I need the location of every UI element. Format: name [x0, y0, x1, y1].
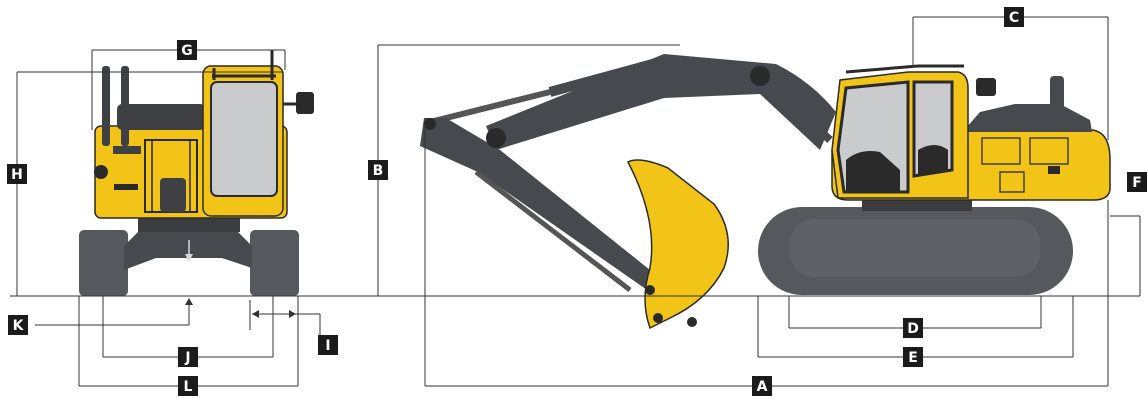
svg-text:C: C: [1009, 10, 1019, 26]
label-badge-g: G: [177, 40, 197, 60]
label-badge-j: J: [178, 347, 198, 367]
side-boom-cylinder: [429, 89, 551, 125]
svg-text:A: A: [757, 379, 768, 395]
side-view-excavator: [758, 64, 1111, 295]
label-badge-k: K: [8, 315, 28, 335]
label-badge-e: E: [903, 347, 923, 367]
front-cab-rail: [212, 50, 276, 80]
svg-text:E: E: [908, 350, 918, 366]
label-badge-d: D: [903, 318, 923, 338]
front-slew-ring: [138, 218, 240, 232]
svg-text:J: J: [184, 350, 190, 366]
side-track-inner: [790, 219, 1040, 277]
front-engine-cover: [117, 104, 205, 130]
front-cab-window: [210, 81, 278, 197]
svg-text:G: G: [181, 43, 193, 59]
label-badge-h: H: [7, 164, 27, 184]
side-boom: [486, 54, 836, 150]
svg-text:D: D: [907, 321, 919, 337]
svg-text:B: B: [373, 163, 384, 179]
front-view-excavator: [79, 50, 314, 296]
front-exhaust-pipe-1: [102, 66, 110, 146]
side-boom-arm-bucket: [420, 54, 836, 330]
front-exhaust-pipe-2: [121, 66, 129, 146]
label-badge-i: I: [318, 335, 338, 355]
label-badge-c: C: [1004, 7, 1024, 27]
svg-text:F: F: [1132, 175, 1142, 191]
label-badge-l: L: [178, 376, 198, 396]
side-bucket: [626, 159, 729, 330]
svg-text:K: K: [13, 318, 25, 334]
front-mirror: [296, 92, 314, 114]
svg-text:L: L: [184, 379, 193, 395]
side-arm: [420, 118, 665, 292]
svg-text:I: I: [325, 338, 330, 354]
front-right-track: [250, 230, 299, 296]
svg-text:H: H: [11, 167, 23, 183]
front-left-track: [79, 230, 128, 296]
label-badge-a: A: [752, 376, 772, 396]
side-exhaust-stack: [1050, 76, 1064, 110]
side-engine-deck: [966, 104, 1092, 132]
front-undercarriage: [124, 228, 252, 270]
label-badge-b: B: [368, 160, 388, 180]
label-badge-f: F: [1127, 172, 1147, 192]
